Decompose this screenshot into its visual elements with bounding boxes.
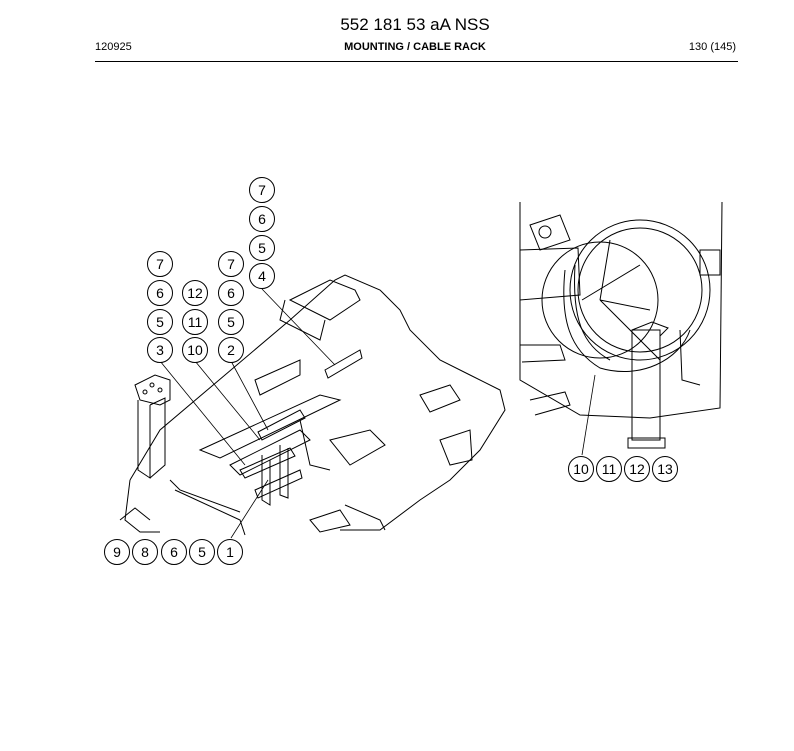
callout-1: 1 <box>217 539 243 565</box>
callout-12: 12 <box>182 280 208 306</box>
callout-11: 11 <box>182 309 208 335</box>
callout-9: 9 <box>104 539 130 565</box>
page-number: 130 (145) <box>688 41 736 53</box>
callout-13: 13 <box>652 456 678 482</box>
callout-5: 5 <box>218 309 244 335</box>
header-divider <box>95 61 738 62</box>
document-code: 120925 <box>95 41 132 53</box>
callout-11: 11 <box>596 456 622 482</box>
callout-5: 5 <box>249 235 275 261</box>
frame-drawing <box>119 274 506 536</box>
callout-5: 5 <box>147 309 173 335</box>
callout-6: 6 <box>218 280 244 306</box>
callout-10: 10 <box>182 337 208 363</box>
callout-8: 8 <box>132 539 158 565</box>
callout-5: 5 <box>189 539 215 565</box>
cable-reel-drawing <box>519 201 723 449</box>
post-drawing <box>134 374 171 479</box>
callout-10: 10 <box>568 456 594 482</box>
callout-6: 6 <box>249 206 275 232</box>
callout-7: 7 <box>249 177 275 203</box>
callout-6: 6 <box>161 539 187 565</box>
rack-plates-drawing <box>239 349 363 506</box>
callout-7: 7 <box>218 251 244 277</box>
callout-12: 12 <box>624 456 650 482</box>
callout-6: 6 <box>147 280 173 306</box>
section-title: MOUNTING / CABLE RACK <box>344 41 486 53</box>
callout-2: 2 <box>218 337 244 363</box>
callout-7: 7 <box>147 251 173 277</box>
leader-lines <box>159 288 596 539</box>
callout-4: 4 <box>249 263 275 289</box>
callout-3: 3 <box>147 337 173 363</box>
document-title: 552 181 53 aA NSS <box>340 15 490 34</box>
